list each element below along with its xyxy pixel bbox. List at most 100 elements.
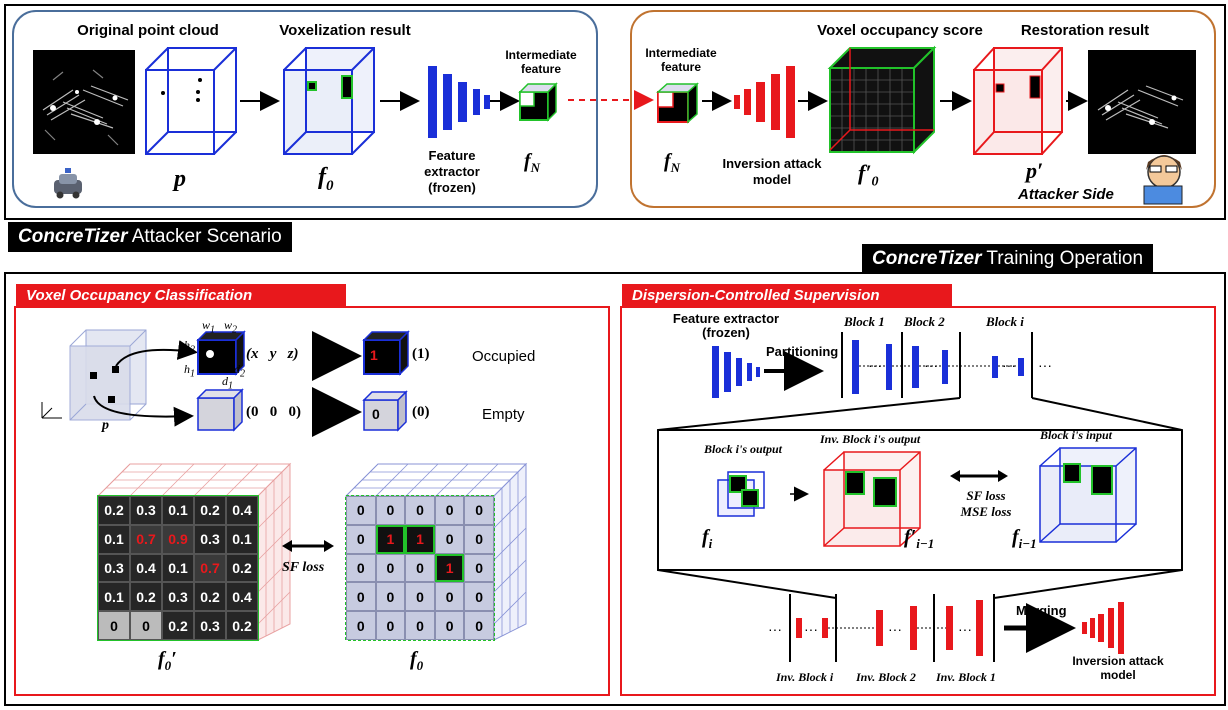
- grid-cell: 0.1: [162, 496, 194, 525]
- empty-vector: (0 0 0): [246, 404, 301, 420]
- feature-cube-right: [656, 82, 699, 124]
- occupied-value: 1: [370, 347, 378, 363]
- occupied-result-voxel: [362, 330, 410, 376]
- occupancy-title: Voxel occupancy score: [817, 22, 983, 39]
- dcs-box: [620, 306, 1216, 696]
- grid-cell: 0: [464, 524, 494, 554]
- empty-label: Empty: [482, 406, 525, 423]
- block-2-label: Block 2: [904, 314, 945, 329]
- grid-cell: 0: [346, 524, 376, 554]
- intermediate-feature-title-left: Intermediate feature: [505, 48, 577, 76]
- label-h2: h2: [184, 338, 195, 356]
- restored-point-cloud-image: [1088, 50, 1196, 154]
- grid-cell: 0.3: [194, 611, 226, 640]
- label-w1: w1: [202, 318, 216, 336]
- grid-cell: 1: [405, 524, 435, 554]
- occupancy-cube: [827, 45, 937, 155]
- scenario-banner: ConcreTizer Attacker Scenario: [8, 222, 292, 252]
- grid-cell: 0: [464, 553, 494, 583]
- grid-cell: 0.2: [226, 553, 258, 583]
- grid-cell: 0.7: [130, 524, 162, 554]
- victim-side-box: [12, 10, 598, 208]
- scenario-diagram: [145, 45, 1183, 205]
- grid-cell: 0: [434, 611, 465, 640]
- grid-cell: 0.2: [194, 496, 226, 525]
- inv-block-i-output-label: Inv. Block i's output: [820, 432, 921, 446]
- inv-block-bars: [796, 600, 983, 656]
- inv-block-1-label: Inv. Block 1: [936, 670, 996, 684]
- grid-cell: 0: [375, 582, 406, 612]
- coordinate-vector: (x y z): [246, 346, 299, 362]
- fi1-cube: [1039, 447, 1137, 543]
- label-f0-bottom: f0: [410, 648, 424, 673]
- occupied-label: Occupied: [472, 348, 536, 365]
- ellipsis-1: ···: [868, 357, 882, 373]
- block-i-input-label: Block i's input: [1040, 428, 1113, 442]
- attacker-side-label: Attacker Side: [1018, 186, 1114, 203]
- block-dividers: [841, 332, 1033, 398]
- point-cloud-render-right: [1097, 85, 1184, 129]
- inversion-bars-top: [734, 66, 795, 138]
- grid-cell: 0.9: [162, 524, 194, 554]
- grid-cell: 0: [464, 496, 494, 525]
- grid-cell: 1: [375, 524, 406, 554]
- inv-ellipsis-1: ···: [804, 621, 818, 637]
- grid-cell: 0.1: [226, 524, 258, 554]
- dcs-diagram: ··· ··· ··· ···: [657, 332, 1183, 662]
- pred-cube-backdrop: [96, 462, 292, 641]
- attacker-side-box: [630, 10, 1216, 208]
- merged-inversion-bars: [1082, 602, 1124, 654]
- grid-cell: 0.2: [194, 582, 226, 612]
- axis-icon: [41, 402, 62, 419]
- grid-cell: 0: [434, 524, 465, 554]
- sf-loss-label-voc: SF loss: [282, 560, 325, 575]
- label-fi1-prime: f′i−1: [904, 526, 935, 551]
- voc-box: [14, 306, 610, 696]
- occupied-voxel: [196, 330, 246, 376]
- inv-ellipsis-3: ···: [958, 621, 972, 637]
- occupied-paren: (1): [412, 346, 430, 362]
- grid-cell: 0: [405, 582, 435, 612]
- partitioning-label: Partitioning: [766, 344, 839, 359]
- grid-cell: 0: [346, 611, 376, 640]
- empty-result-voxel: [362, 390, 408, 432]
- grid-cell: 0: [375, 496, 406, 525]
- grid-cell: 0: [346, 553, 376, 583]
- grid-cell: 0: [464, 611, 494, 640]
- label-h1: h1: [184, 362, 195, 380]
- dcs-inversion-model-label: Inversion attack model: [1072, 654, 1164, 682]
- grid-cell: 1: [434, 553, 465, 583]
- voc-grids: [96, 462, 528, 641]
- voxelization-title: Voxelization result: [279, 22, 411, 39]
- empty-paren: (0): [412, 404, 430, 420]
- original-point-cloud-image: [33, 50, 135, 154]
- ellipsis-4: ···: [1038, 357, 1052, 373]
- label-fi1: fi−1: [1012, 526, 1037, 551]
- grid-cell: 0.3: [130, 496, 162, 525]
- grid-cell: 0.4: [130, 553, 162, 583]
- grid-cell: 0.3: [98, 553, 130, 583]
- cube-f0: [283, 47, 375, 155]
- hacker-icon: [1143, 155, 1183, 205]
- block-i-label: Block i: [986, 314, 1024, 329]
- grid-cell: 0.1: [162, 553, 194, 583]
- label-f0: f0: [318, 164, 334, 194]
- inv-block-2-label: Inv. Block 2: [856, 670, 916, 684]
- label-f0-prime-bottom: f0′: [158, 648, 177, 673]
- training-banner: ConcreTizer Training Operation: [862, 244, 1154, 274]
- car-icon: [54, 168, 82, 199]
- label-d1: d1: [222, 374, 233, 392]
- restoration-title: Restoration result: [1020, 22, 1150, 39]
- grid-cell: 0.2: [130, 582, 162, 612]
- point-cloud-render-left: [42, 69, 129, 146]
- grid-cell: 0.2: [98, 496, 130, 525]
- grid-cell: 0: [405, 611, 435, 640]
- grid-cell: 0.3: [162, 582, 194, 612]
- label-p-prime: p′: [1026, 158, 1044, 183]
- grid-cell: 0: [98, 611, 130, 640]
- grid-cell: 0: [464, 582, 494, 612]
- grid-cell: 0: [375, 611, 406, 640]
- voc-label-p: p: [102, 418, 109, 433]
